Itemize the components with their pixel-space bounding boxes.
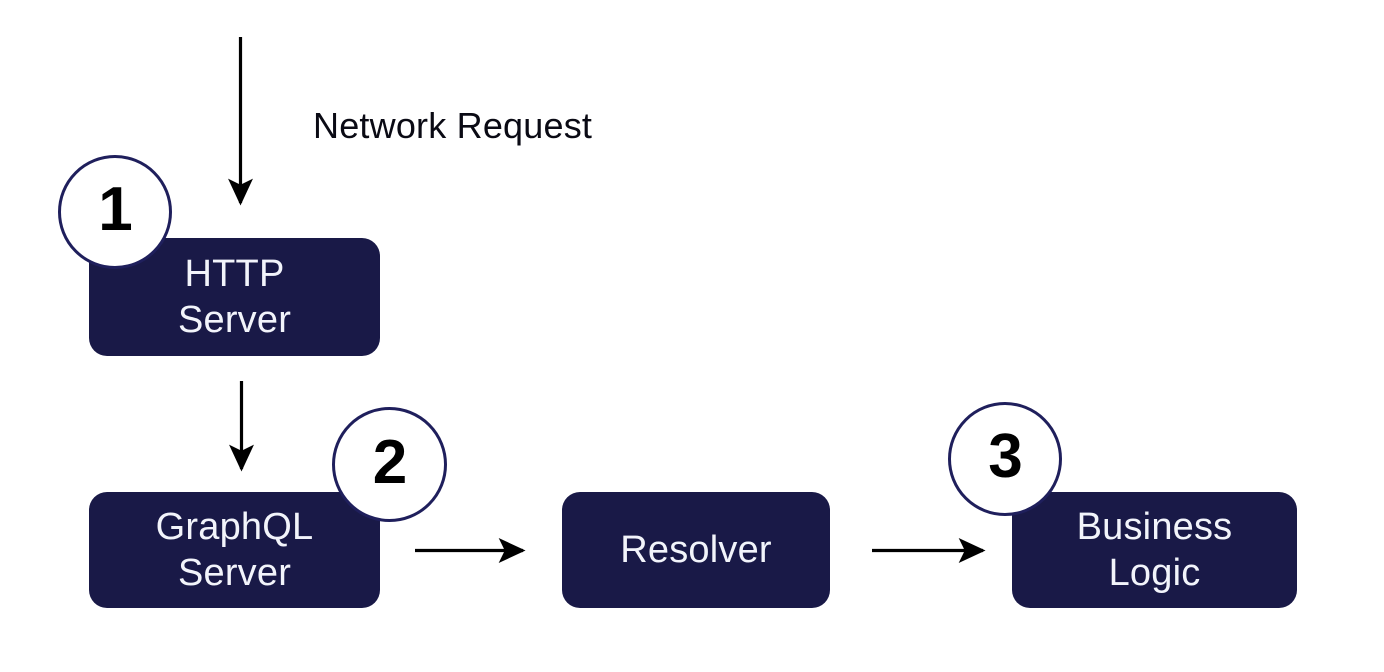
node-business-logic-label: Business Logic xyxy=(1076,505,1233,594)
node-graphql-server[interactable]: GraphQL Server xyxy=(89,492,380,608)
step-badge-2[interactable]: 2 xyxy=(332,407,447,522)
step-badge-2-number: 2 xyxy=(372,427,407,497)
step-badge-3-number: 3 xyxy=(988,422,1022,491)
step-badge-1-number: 1 xyxy=(98,175,132,244)
step-badge-3[interactable]: 3 xyxy=(948,402,1062,516)
node-graphql-server-label: GraphQL Server xyxy=(155,505,314,594)
edge-label-network-request: Network Request xyxy=(313,105,593,146)
node-http-server-label: HTTP Server xyxy=(177,252,292,341)
step-badge-1[interactable]: 1 xyxy=(58,155,172,269)
node-business-logic[interactable]: Business Logic xyxy=(1012,492,1297,608)
node-resolver[interactable]: Resolver xyxy=(562,492,830,608)
node-resolver-label: Resolver xyxy=(620,528,772,571)
